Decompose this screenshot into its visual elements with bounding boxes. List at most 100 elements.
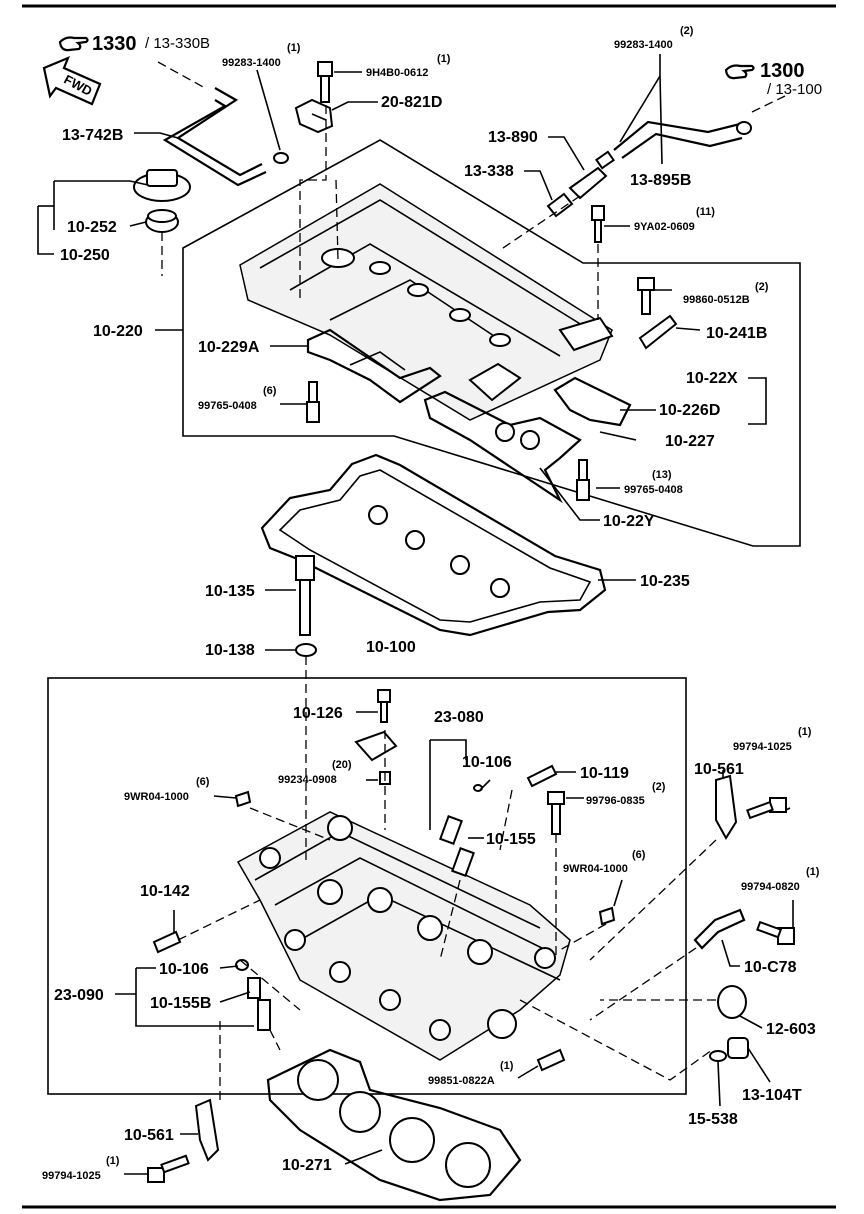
head-cover-gasket-10-235 [260,453,607,637]
plug-13-104T [727,1037,749,1059]
qty-99794-1025-right: (1) [798,726,812,738]
label-99860-0512B: 99860-0512B [683,294,750,306]
screw-99765-0408-right [576,459,590,501]
label-99851-0822A: 99851-0822A [428,1075,495,1087]
label-10-106-bottom: 10-106 [159,961,209,978]
qty-99794-1025-bottom: (1) [106,1155,120,1167]
bolt-99794-1025-bottom [147,1154,190,1183]
valve-guide-seal [439,784,483,877]
bracket-20-821D [294,98,334,134]
label-10-271: 10-271 [282,1157,332,1174]
bracket-10-C78 [693,908,746,950]
bolt-10-126 [377,689,391,723]
qty-9YA02-0609: (11) [696,206,715,218]
label-10-22X: 10-22X [686,370,738,387]
label-10-235: 10-235 [640,573,690,590]
hook-10-561-right [715,774,738,840]
valve-cover-group-frame [182,139,801,547]
label-23-090: 23-090 [54,987,104,1004]
fwd-arrow: FWD [42,55,102,106]
label-9YA02-0609: 9YA02-0609 [634,221,695,233]
label-13-890: 13-890 [488,129,538,146]
valve-cover-10-220 [239,183,614,421]
label-13-338: 13-338 [464,163,514,180]
label-10-250: 10-250 [60,247,110,264]
ref-1330[interactable]: 1330 / 13-330B [58,33,210,55]
label-9WR04-1000-left: 9WR04-1000 [124,791,189,803]
plug-9WR04-1000-right [598,906,616,926]
bolt-9YA02-0609 [591,205,605,243]
qty-99765-0408-right: (13) [652,469,672,481]
label-23-080: 23-080 [434,709,484,726]
label-10-135: 10-135 [205,583,255,600]
label-99765-0408-right: 99765-0408 [624,484,683,496]
cylinder-head-10-100 [236,811,571,1061]
label-10-119: 10-119 [580,765,629,782]
baffle-10-241B [637,277,678,350]
label-10-126: 10-126 [293,705,343,722]
svg-text:FWD: FWD [62,72,95,99]
head-gasket-10-271 [266,1048,522,1202]
label-10-561-right: 10-561 [694,761,744,778]
pointing-hand-icon [724,64,755,80]
bolt-99796-0835 [547,791,565,835]
label-99796-0835: 99796-0835 [586,795,645,807]
label-10-155B: 10-155B [150,995,211,1012]
label-10-C78: 10-C78 [744,959,797,976]
stud-99851-0822A [536,1048,566,1072]
label-13-895B: 13-895B [630,172,691,189]
clip-15-538 [709,1050,727,1062]
label-10-155: 10-155 [486,831,536,848]
qty-99283-1400-left: (1) [287,42,301,54]
label-99283-1400-left: 99283-1400 [222,57,281,69]
valve-guide-10-155B [247,977,271,1031]
label-15-538: 15-538 [688,1111,738,1128]
qty-99860-0512B: (2) [755,281,769,293]
bolt-99794-0820 [756,920,795,945]
cap-99234-0908 [354,730,398,762]
qty-99851-0822A: (1) [500,1060,514,1072]
label-10-226D: 10-226D [659,402,720,419]
label-10-227: 10-227 [665,433,715,450]
seal-12-603 [717,985,747,1019]
qty-99234-0908: (20) [332,759,352,771]
gasket-10-226D [423,376,632,504]
label-99283-1400-right: 99283-1400 [614,39,673,51]
label-12-603: 12-603 [766,1021,816,1038]
label-10-106-top: 10-106 [462,754,512,771]
label-99794-0820: 99794-0820 [741,881,800,893]
stud-10-119 [526,764,558,788]
pointing-hand-icon [58,36,89,52]
plug-9WR04-1000-left [234,790,252,808]
stud-10-142 [152,930,182,954]
gasket-10-229A [306,328,442,404]
label-10-220: 10-220 [93,323,143,340]
label-10-561-bottom: 10-561 [124,1127,174,1144]
svg-text:1300: 1300 [760,60,805,82]
label-10-100: 10-100 [366,639,416,656]
label-99794-1025-bottom: 99794-1025 [42,1170,101,1182]
svg-text:/ 13-100: / 13-100 [767,81,822,98]
pcv-parts [546,120,752,218]
screw-99765-0408-left [306,381,320,423]
hook-10-561-bottom [194,1098,220,1162]
label-13-742B: 13-742B [62,127,123,144]
ref-1300[interactable]: 1300 / 13-100 [724,60,822,98]
head-bolt-10-135 [295,555,315,636]
bolt-9H4B0-0612 [317,61,333,103]
qty-9H4B0-0612: (1) [437,53,451,65]
label-10-138: 10-138 [205,642,255,659]
breather-hose-13-742B [162,87,289,187]
label-10-22Y: 10-22Y [603,513,655,530]
label-99765-0408-left: 99765-0408 [198,400,257,412]
label-10-142: 10-142 [140,883,190,900]
qty-99794-0820: (1) [806,866,820,878]
qty-99283-1400-right: (2) [680,25,694,37]
qty-9WR04-1000-right: (6) [632,849,646,861]
seal-10-106 [235,959,249,971]
qty-99796-0835: (2) [652,781,666,793]
washer-10-138 [295,643,317,657]
qty-99765-0408-left: (6) [263,385,277,397]
label-99794-1025-right: 99794-1025 [733,741,792,753]
